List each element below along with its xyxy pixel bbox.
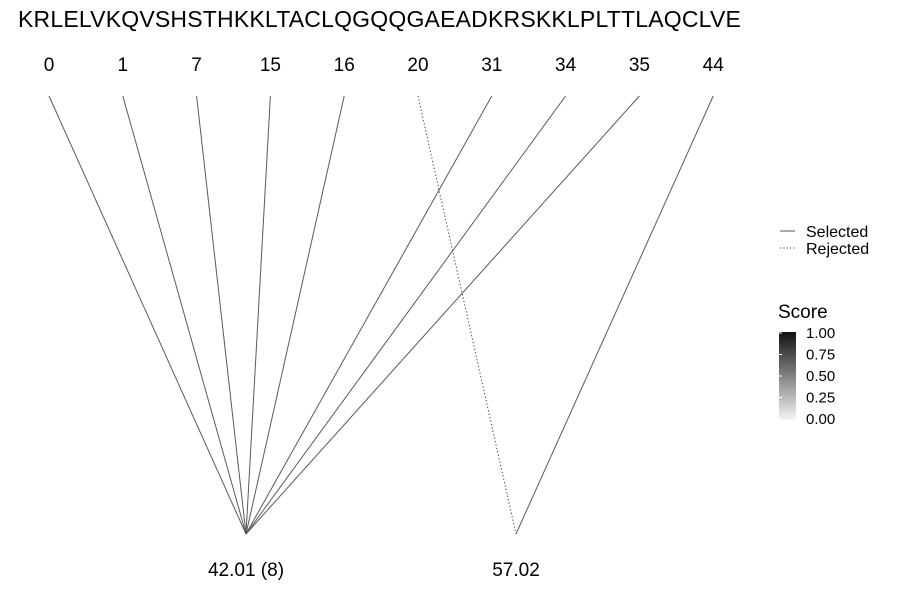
group-label-1: 42.01 (8) [208, 560, 284, 581]
score-tick-label: 0.75 [806, 347, 835, 364]
connection-lines [48, 95, 714, 535]
position-label-1: 1 [118, 55, 129, 76]
position-label-16: 16 [334, 55, 355, 76]
connection-34-selected [245, 95, 567, 535]
group-label-2: 57.02 [492, 560, 540, 581]
connection-7-selected [196, 95, 247, 535]
position-label-20: 20 [407, 55, 428, 76]
score-tick-label: 0.25 [806, 390, 835, 407]
score-tick-label: 0.00 [806, 411, 835, 428]
score-ticks: 1.00 0.75 0.50 0.25 0.00 [779, 325, 835, 428]
legend: Selected Rejected Score 1.00 0.75 0.50 0.25… [778, 224, 869, 428]
group-labels: 42.01 (8) 57.02 [208, 560, 540, 581]
score-colorbar [779, 332, 796, 420]
legend-selected-label: Selected [806, 224, 868, 241]
connection-31-selected [245, 95, 493, 535]
connection-44-selected [515, 95, 714, 535]
connection-20-rejected [417, 95, 517, 535]
connection-15-selected [245, 95, 271, 535]
position-label-35: 35 [629, 55, 650, 76]
position-label-15: 15 [260, 55, 281, 76]
peptide-sequence: KRLELVKQVSHSTHKKLTACLQGQQGAEADKRSKKLPLTT… [18, 6, 742, 32]
position-label-7: 7 [191, 55, 202, 76]
connection-35-selected [245, 95, 640, 535]
legend-rejected-label: Rejected [806, 241, 869, 258]
connection-1-selected [122, 95, 247, 535]
position-labels: 0 1 7 15 16 20 31 34 35 44 [44, 55, 724, 76]
score-tick-label: 0.50 [806, 368, 835, 385]
position-label-34: 34 [555, 55, 577, 76]
connection-0-selected [48, 95, 247, 535]
position-label-31: 31 [481, 55, 502, 76]
score-tick-label: 1.00 [806, 325, 835, 342]
position-label-44: 44 [703, 55, 725, 76]
connection-16-selected [245, 95, 345, 535]
score-legend-title: Score [778, 302, 828, 323]
position-label-0: 0 [44, 55, 55, 76]
